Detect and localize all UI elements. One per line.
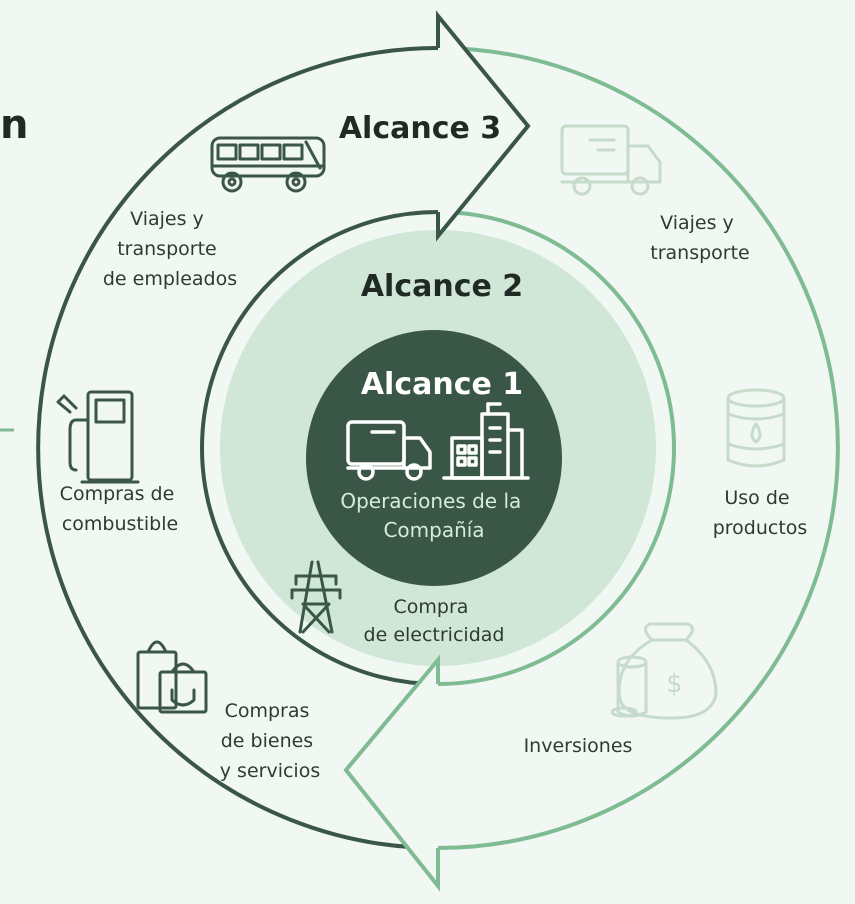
scope3-title: Alcance 3: [339, 111, 501, 146]
top-cycle-arrow: [436, 10, 531, 242]
scope1-title: Alcance 1: [361, 367, 523, 402]
scope2-title: Alcance 2: [361, 269, 523, 304]
scope1-disk: [306, 330, 562, 586]
electricity-tower-icon: [290, 560, 342, 634]
bottom-cycle-arrow: [343, 654, 440, 892]
buildings-icon: [442, 402, 530, 480]
scope2-label: Compra de electricidad: [364, 596, 505, 646]
money-bag-icon: $: [610, 622, 718, 720]
scope3-outer-ring-left: [36, 46, 439, 850]
bus-icon: [210, 136, 326, 193]
fuel-purchases-label: Compras de combustible: [60, 483, 181, 535]
product-use-label: Uso de productos: [713, 487, 808, 539]
scope2-ring-left: [200, 210, 439, 686]
fuel-pump-icon: [56, 390, 140, 484]
transport-label: Viajes y transporte: [650, 212, 749, 264]
scope1-label: Operaciones de la Compañía: [340, 489, 527, 542]
goods-services-label: Compras de bienes y servicios: [220, 700, 320, 782]
scope2-ring-right: [437, 210, 676, 686]
scope3-outer-ring-right: [437, 46, 840, 850]
svg-text:$: $: [666, 669, 683, 699]
delivery-truck-icon-scope3: [560, 124, 662, 196]
investments-label: Inversiones: [524, 735, 633, 757]
oil-barrel-icon: [726, 388, 786, 468]
employee-travel-label: Viajes y transporte de empleados: [103, 208, 237, 290]
shopping-bags-icon: [136, 640, 208, 714]
partial-heading: n: [0, 102, 28, 148]
delivery-truck-icon-scope1: [346, 420, 432, 481]
